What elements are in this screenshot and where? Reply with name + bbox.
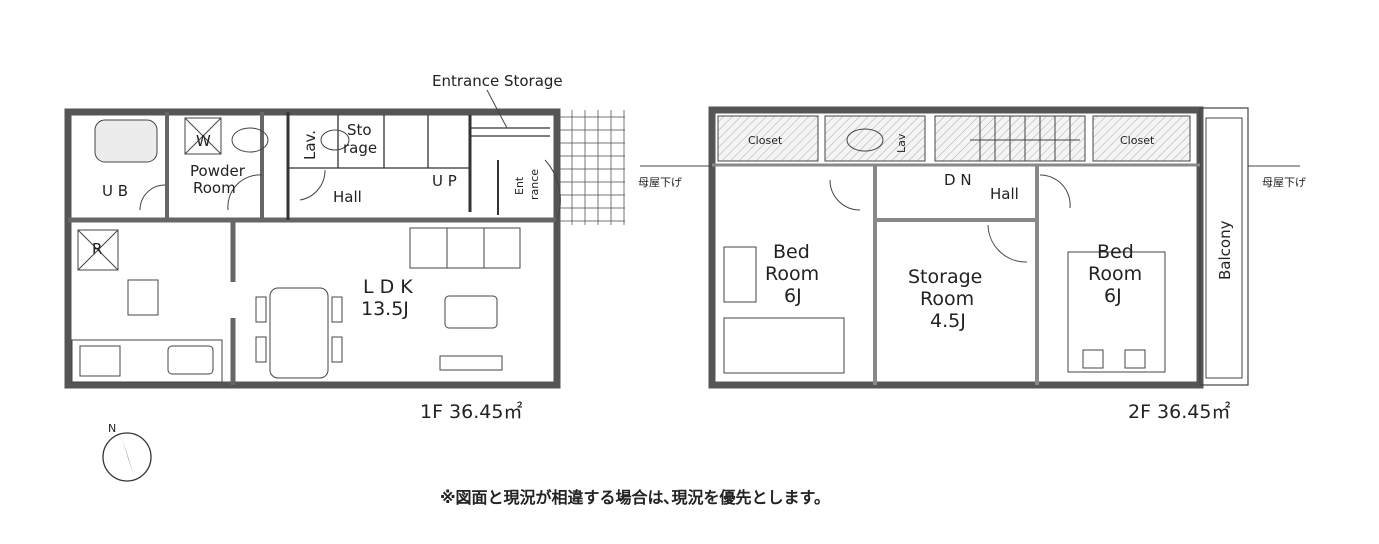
washer-box [184,117,222,155]
sink [167,345,214,375]
door-ub [139,184,166,211]
storage-room-size: 4.5J [930,310,966,332]
room-label-powder-2: Room [193,179,236,197]
first-floor-plan: U B W Powder Room Lav. Sto rage U P Hall… [64,72,625,423]
bed-left-label: Bed [773,241,810,263]
entrance-door [544,159,561,226]
entrance-storage-label: Entrance Storage [432,72,563,90]
stove-icon [79,345,121,377]
fridge-label: R [92,240,102,258]
bed-right-size: 6J [1104,285,1122,307]
washer-label: W [196,132,211,150]
room-label-lav-2f: Lav [895,133,908,153]
interior-walls-2f [712,163,1200,385]
interior-walls-1f [68,112,557,385]
roof-note-left: 母屋下げ [638,176,682,189]
lav-2f [824,115,926,162]
room-label-ldk: L D K [363,276,413,298]
bed-left-label-2: Room [765,263,819,285]
second-floor-plan: Closet Closet Lav D N Hall Bed Room 6J S… [638,106,1306,423]
fridge-box [77,229,119,271]
roof-note-right: 母屋下げ [1262,176,1306,189]
bed-left [723,317,845,374]
room-label-powder: Powder [190,162,246,180]
coffee-table [444,295,498,329]
footer-note: ※図面と現況が相違する場合は､現況を優先とします。 [440,488,830,507]
toilet-1f [320,129,350,151]
room-size-ldk: 13.5J [361,298,409,320]
kitchen-counter [71,339,223,383]
porch-tiles [555,110,625,225]
balcony [1199,107,1249,386]
bed-left-size: 6J [784,285,802,307]
room-label-storage-1f: Sto [347,121,372,139]
room-label-ub: U B [102,182,128,200]
stairs-down-label: D N [944,171,972,189]
bed-right-label-2: Room [1088,263,1142,285]
closet-right [1092,115,1191,162]
closet-left-label: Closet [748,134,783,147]
closet-left [717,115,819,162]
room-label-entrance: Ent [513,176,526,195]
bed-right-label: Bed [1097,241,1134,263]
floor-area-1f: 1F 36.45㎡ [420,400,522,423]
door-bed-left [829,179,861,211]
dining-table [269,287,329,379]
sofa [409,227,521,269]
compass-north-label: N [108,422,116,435]
bathtub [94,119,158,163]
tv-stand [439,355,503,371]
floor-area-2f: 2F 36.45㎡ [1128,400,1230,423]
bed-right [1067,251,1166,373]
room-label-storage-1f-2: rage [343,139,377,157]
closet-right-label: Closet [1120,134,1155,147]
room-label-lav-1f: Lav. [301,130,319,160]
underfloor-storage [127,279,159,316]
storage-room-label: Storage [908,266,982,288]
exterior-wall-1f [64,108,561,389]
storage-room-label-2: Room [920,288,974,310]
balcony-label: Balcony [1216,220,1234,280]
room-label-hall-2f: Hall [990,185,1019,203]
room-label-hall-1f: Hall [333,188,362,206]
desk-left [723,246,757,303]
stairs-up-label: U P [432,172,457,190]
room-label-entrance-2: rance [528,169,541,200]
washbasin [231,127,269,153]
compass-icon: N [102,422,152,482]
